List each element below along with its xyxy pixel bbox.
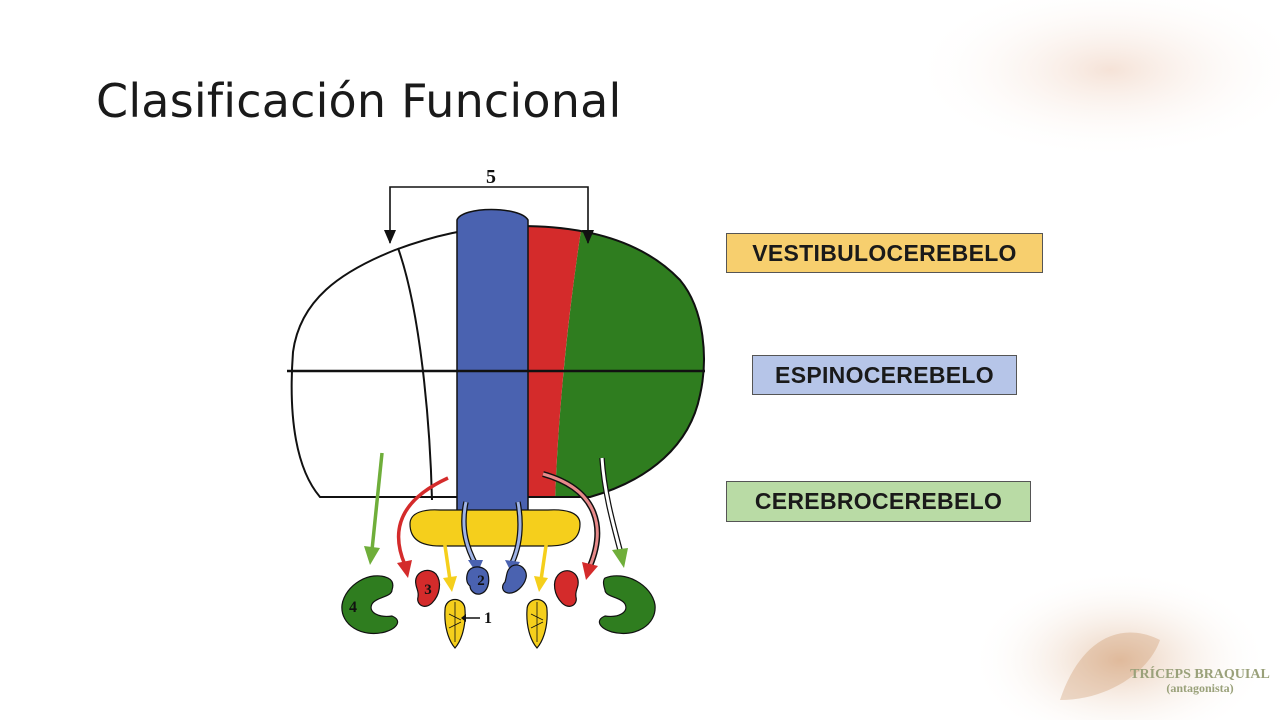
label-3: 3 <box>424 582 432 598</box>
green-arrow-right <box>599 457 628 568</box>
label-2: 2 <box>477 573 485 589</box>
yellow-nucleus-right <box>526 598 548 649</box>
blue-nucleus-right <box>502 564 527 594</box>
vermis-zone <box>456 208 529 523</box>
yellow-arrow-left <box>441 531 457 592</box>
label-5: 5 <box>486 166 496 188</box>
caption-line-2: (antagonista) <box>1166 681 1234 696</box>
green-nucleus-right <box>598 575 656 634</box>
legend-espinocerebelo: ESPINOCEREBELO <box>752 355 1017 395</box>
bracket-5: 5 <box>384 166 594 244</box>
red-nucleus-right <box>553 570 579 607</box>
blue-nucleus-left: 2 <box>466 566 490 595</box>
green-arrow-left <box>364 452 384 565</box>
red-arrow-left <box>396 476 449 578</box>
red-arrow-right <box>542 471 601 580</box>
caption-line-1: TRÍCEPS BRAQUIAL <box>1130 667 1270 682</box>
cerebrocerebelo-zone <box>555 230 704 497</box>
green-nucleus-left: 4 <box>341 575 399 634</box>
red-nucleus-left: 3 <box>415 569 441 607</box>
label-4: 4 <box>349 599 357 616</box>
legend-vestibulocerebelo: VESTIBULOCEREBELO <box>726 233 1043 273</box>
left-lateral-fissure <box>397 247 433 501</box>
yellow-arrow-right <box>534 531 550 592</box>
cerebellum-outline <box>290 224 705 498</box>
corner-caption: TRÍCEPS BRAQUIAL (antagonista) <box>1130 667 1270 696</box>
espinocerebelo-paravermis-zone <box>527 226 581 497</box>
deep-nuclei-band <box>409 509 581 547</box>
label-1: 1 <box>484 610 492 627</box>
projection-arrows <box>364 452 628 592</box>
cerebellum-zones <box>527 226 704 497</box>
yellow-nucleus-left: 1 <box>444 598 492 649</box>
legend-cerebrocerebelo: CEREBROCEREBELO <box>726 481 1031 522</box>
slide-title: Clasificación Funcional <box>96 74 622 128</box>
cerebellum-functional-diagram: 5 <box>287 166 705 649</box>
